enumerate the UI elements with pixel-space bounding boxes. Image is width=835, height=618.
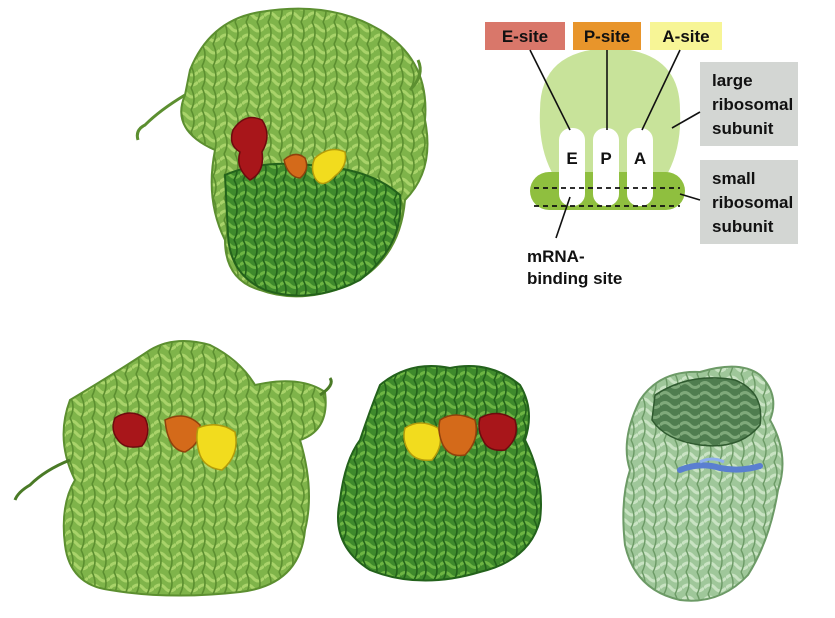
- mrna-leader: [555, 196, 571, 239]
- svg-text:E-site: E-site: [502, 27, 548, 46]
- trna-p-icon: [438, 414, 477, 457]
- svg-text:subunit: subunit: [712, 217, 774, 236]
- trna-a-icon: [311, 148, 347, 185]
- trna-p-icon: [283, 153, 308, 179]
- p-letter: P: [600, 149, 611, 168]
- trna-e-icon: [478, 412, 517, 452]
- trna-e-icon: [230, 116, 268, 181]
- p-site-label: P-site: [573, 22, 641, 50]
- svg-text:ribosomal: ribosomal: [712, 193, 793, 212]
- svg-text:ribosomal: ribosomal: [712, 95, 793, 114]
- svg-text:subunit: subunit: [712, 119, 774, 138]
- svg-text:P-site: P-site: [584, 27, 630, 46]
- a-site-label: A-site: [650, 22, 722, 50]
- a-letter: A: [634, 149, 646, 168]
- large-subunit-leader: [671, 111, 701, 129]
- p-slot: [593, 128, 619, 206]
- svg-text:large: large: [712, 71, 753, 90]
- trna-e-icon: [112, 412, 149, 448]
- mrna-strand-icon: [677, 462, 763, 473]
- e-letter: E: [566, 149, 577, 168]
- ribosome-structure-top: [135, 7, 429, 298]
- small-subunit-structure: [337, 365, 542, 582]
- trna-a-icon: [403, 422, 442, 462]
- svg-text:mRNA-: mRNA-: [527, 247, 585, 266]
- e-site-label: E-site: [485, 22, 565, 50]
- small-subunit-leader: [679, 193, 701, 201]
- small-subunit-label: small ribosomal subunit: [700, 160, 798, 244]
- ribosome-schematic: E P A E-site P-site A-site large ribosom…: [485, 22, 798, 288]
- large-subunit-label: large ribosomal subunit: [700, 62, 798, 146]
- a-site-leader: [641, 49, 681, 131]
- svg-text:binding site: binding site: [527, 269, 622, 288]
- large-subunit-structure: [13, 340, 333, 597]
- e-slot: [559, 128, 585, 206]
- mrna-binding-site-label: mRNA- binding site: [527, 247, 622, 288]
- svg-text:A-site: A-site: [662, 27, 709, 46]
- ribosome-mrna-structure: [622, 365, 784, 602]
- a-slot: [627, 128, 653, 206]
- trna-a-icon: [196, 424, 237, 471]
- svg-text:small: small: [712, 169, 755, 188]
- e-site-leader: [529, 49, 571, 131]
